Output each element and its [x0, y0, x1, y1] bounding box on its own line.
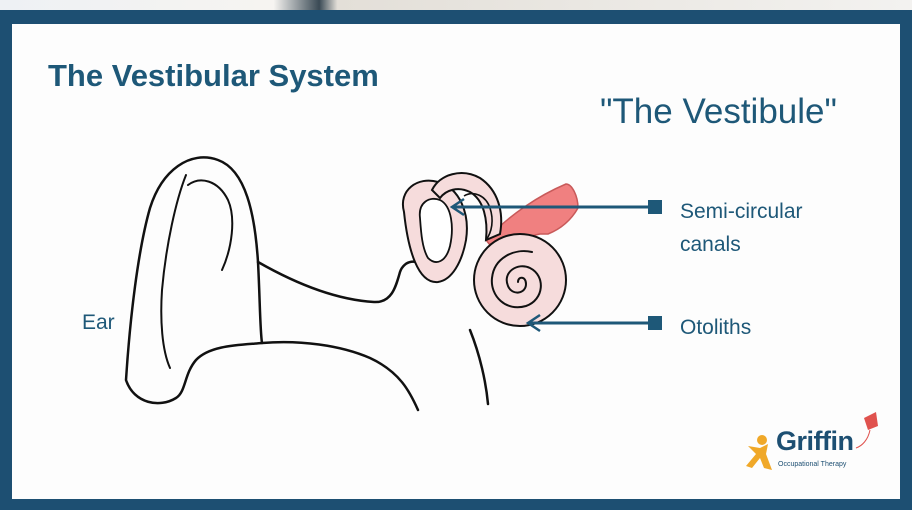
ear-canal-bottom: [262, 342, 418, 410]
cochlea-body: [474, 234, 566, 326]
pinna-inner-fold: [161, 175, 232, 368]
label-semicircular-line1: Semi-circular: [680, 195, 803, 228]
pointer-marker-semicircular: [648, 200, 662, 214]
label-semicircular-line2: canals: [680, 228, 803, 261]
ear-canal-top: [258, 262, 424, 302]
label-otoliths: Otoliths: [680, 311, 751, 344]
canal-posterior-inner: [420, 199, 452, 262]
label-semicircular-canals: Semi-circular canals: [680, 195, 803, 261]
logo-tagline: Occupational Therapy: [778, 461, 846, 468]
pinna-outline: [126, 157, 262, 403]
temporal-contour: [470, 330, 488, 404]
griffin-logo: Griffin Occupational Therapy: [742, 410, 902, 480]
pointer-marker-otoliths: [648, 316, 662, 330]
logo-name: Griffin: [776, 426, 854, 457]
label-ear: Ear: [82, 306, 115, 339]
